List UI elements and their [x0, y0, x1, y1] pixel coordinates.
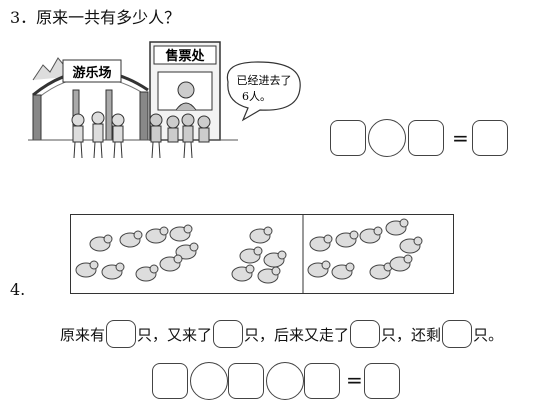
q4-blank-came[interactable] [213, 320, 244, 348]
q4-blank-original[interactable] [106, 320, 137, 348]
q4-text-2: 只，又来了 [137, 326, 213, 344]
ticket-sign-text: 售票处 [165, 48, 205, 64]
q4-text-1: 原来有 [60, 326, 106, 344]
q4-fill-in-sentence: 原来有 只，又来了 只，后来又走了 只，还剩 只。 [60, 320, 503, 348]
bubble-line-1: 已经进去了 [237, 74, 292, 87]
children-queue [149, 113, 211, 159]
chicks-illustration [70, 214, 454, 294]
q4-blank-remaining[interactable] [442, 320, 473, 348]
q4-answer-box-2[interactable] [228, 363, 264, 399]
children-group-left [71, 111, 125, 159]
q4-text-3: 只，后来又走了 [244, 326, 350, 344]
q4-equals-sign: = [346, 368, 363, 392]
q3-answer-box-1[interactable] [330, 120, 366, 156]
q3-answer-box-2[interactable] [408, 120, 444, 156]
bubble-line-2: 6人。 [242, 90, 271, 103]
q4-blank-left[interactable] [350, 320, 381, 348]
q4-result-box[interactable] [364, 363, 400, 399]
q3-equals-sign: = [452, 126, 469, 150]
q3-result-box[interactable] [472, 120, 508, 156]
chicks-panel-middle [231, 226, 287, 284]
chicks-panel-right [307, 218, 423, 280]
q4-answer-box-1[interactable] [152, 363, 188, 399]
q4-answer-box-3[interactable] [304, 363, 340, 399]
amusement-park-illustration: 游乐场 售票处 已经进去了 6人。 [28, 41, 301, 159]
q4-text-5: 只。 [473, 326, 504, 344]
speech-bubble [226, 61, 301, 122]
q4-operator-circle-1[interactable] [190, 362, 228, 400]
park-sign-text: 游乐场 [72, 65, 111, 81]
question-3-title: 3．原来一共有多少人？ [10, 8, 181, 27]
q3-operator-circle[interactable] [368, 119, 406, 157]
q4-text-4: 只，还剩 [381, 326, 442, 344]
q4-operator-circle-2[interactable] [266, 362, 304, 400]
chicks-panel-left [75, 224, 199, 282]
question-4-number: 4. [10, 280, 26, 299]
